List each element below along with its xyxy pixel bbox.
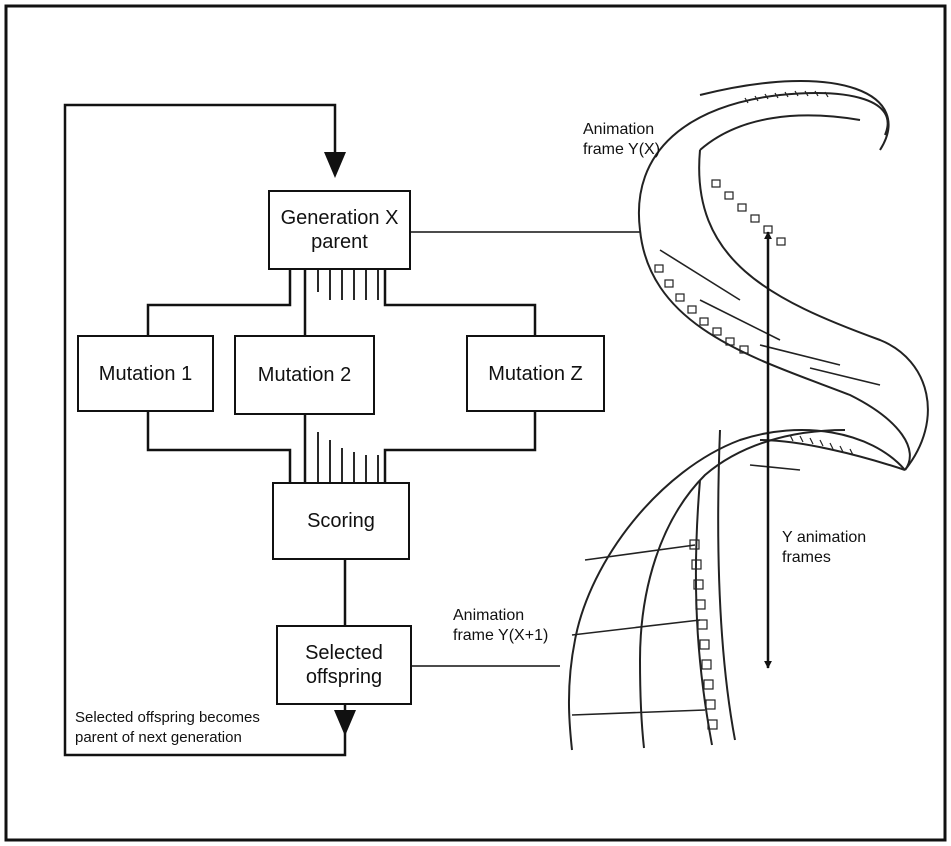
- mutation-2-box: Mutation 2: [234, 335, 375, 415]
- y-frames-label: Y animation frames: [782, 529, 867, 566]
- loop-arrowhead-top: [324, 152, 346, 178]
- loop-note-label: Selected offspring becomes parent of nex…: [75, 709, 260, 746]
- outer-frame: [4, 4, 947, 842]
- frame-bottom-label: Animation frame Y(X+1): [453, 607, 549, 644]
- selected-offspring-box: Selected offspring: [276, 625, 412, 705]
- scoring-box: Scoring: [272, 482, 410, 560]
- generation-parent-box: Generation X parent: [268, 190, 411, 270]
- film-strip-icon: [567, 79, 929, 751]
- branch-connectors: [146, 270, 537, 625]
- mutation-1-box: Mutation 1: [77, 335, 214, 412]
- loop-connector: [63, 103, 347, 757]
- loop-arrowhead-bottom: [334, 710, 356, 736]
- frame-top-label: Animation frame Y(X): [583, 121, 661, 158]
- mutation-z-box: Mutation Z: [466, 335, 605, 412]
- hidden-branch-lines: [317, 270, 379, 482]
